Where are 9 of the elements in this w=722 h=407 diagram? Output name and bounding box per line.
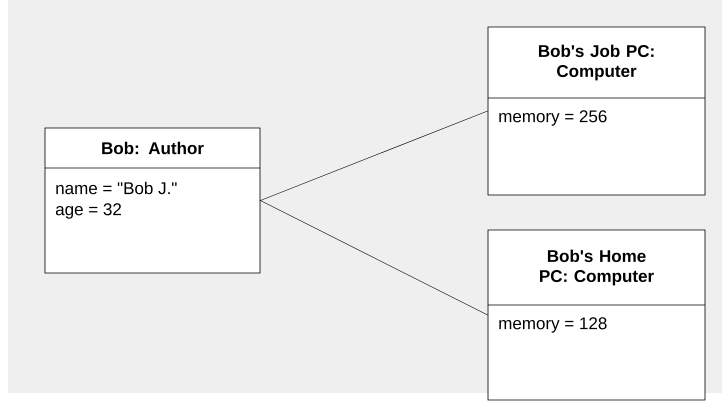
attribute-text: memory = 256 bbox=[499, 110, 607, 126]
association-line bbox=[260, 110, 488, 201]
attribute-text: name = "Bob J." bbox=[56, 182, 177, 194]
attribute-text: memory = 128 bbox=[499, 317, 607, 333]
object-name: Bob's Home PC: Computer bbox=[540, 250, 654, 286]
object-name: Bob's Job PC: Computer bbox=[538, 44, 654, 80]
object-name: Bob: Author bbox=[102, 142, 204, 154]
attribute-text: age = 32 bbox=[56, 203, 121, 219]
association-line bbox=[260, 200, 488, 316]
